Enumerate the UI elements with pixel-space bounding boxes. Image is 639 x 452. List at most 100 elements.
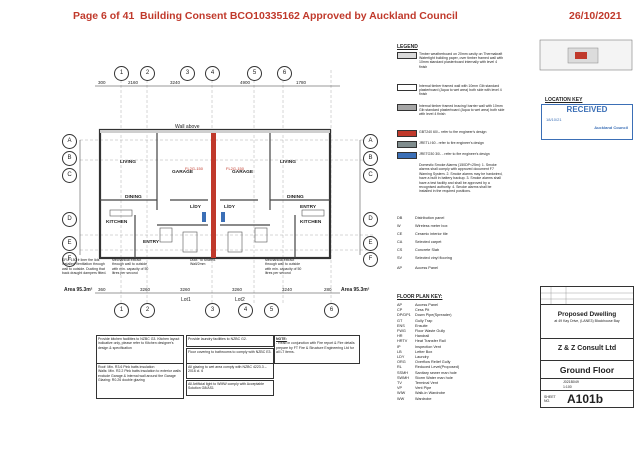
drawing-title: Ground Floor [559, 365, 615, 375]
fire-wall [211, 133, 216, 258]
floor-key-code: ENS [397, 323, 405, 328]
floor-key-text: Down Pipe(Spreader) [415, 313, 452, 318]
received-stamp: RECEIVED 18/10/21 Auckland Council [541, 104, 633, 140]
legend-symbol-text-7: Access Panel [415, 266, 439, 270]
dim-top-3: 3240 [170, 80, 181, 85]
received-date: 18/10/21 [546, 117, 562, 122]
legend-symbol-text-5: Concrete Slab [415, 248, 440, 252]
note-insulation-walls: Walls: Min. R2.2 Pink batts insulation t… [98, 369, 181, 378]
floor-key-code: FWG [397, 329, 406, 333]
legend-item-3: Internal timber framed bracing/ barrier … [397, 104, 504, 124]
dim-bottom-2: 3260 [140, 287, 151, 292]
page-title: Building Consent BCO10335162 Approved by… [140, 10, 458, 22]
floor-key-text: Handrail [415, 334, 430, 339]
legend-symbol-1: DB Distribution panel [397, 216, 444, 220]
legend-text-1: Timber weatherboard on 20mm cavity on Th… [419, 52, 504, 69]
grid-bubble-right-B: B [363, 151, 378, 166]
floor-key-text: Heat Transfer Rail [415, 339, 446, 344]
grid-bubble-left-C: C [62, 168, 77, 183]
floor-key-code: CP [397, 308, 403, 313]
legend-symbol-code-2: W [397, 224, 401, 228]
project-address: at 49 Kay Drive, (LANE3) Blockhouse Bay [554, 319, 620, 323]
legend-item-6: JRETO30 30/- - refer to fire engineer's … [397, 152, 497, 159]
legend-swatch-6 [397, 152, 417, 159]
project-name: Proposed Dwelling [557, 311, 617, 318]
floor-key-text: Overflow Relief Gully [415, 360, 451, 365]
note-mech-extract-right: Mechanical extract through wall to outsi… [265, 258, 302, 276]
floor-key-text: Letter Box [415, 349, 433, 354]
grid-bubble-bottom-5: 5 [264, 303, 279, 318]
legend-symbol-code-6: SV [397, 256, 403, 260]
grid-bubble-top-1: 1 [114, 66, 129, 81]
floor-key-text: Gully Trap [415, 318, 433, 323]
floor-key-text: Laundry [415, 355, 429, 359]
grid-bubble-top-4: 4 [205, 66, 220, 81]
legend-symbol-text-1: Distribution panel [415, 216, 445, 220]
dim-bottom-6: 280 [324, 287, 332, 292]
note-fire-text: - Read in conjunction with Fire report &… [276, 341, 355, 355]
floor-key-code: HRTV [397, 339, 408, 344]
job-box: J021B049 1:100 [540, 378, 634, 392]
job-number: J021B049 [563, 380, 579, 384]
floor-key-code: LDY [397, 355, 405, 359]
dim-bottom-3: 3260 [180, 287, 191, 292]
note-ventilation: SFLP150 fr liner fire lids installed Ven… [62, 258, 107, 276]
room-dining-right: DINING [287, 195, 304, 200]
sheet-number: A101b [567, 392, 604, 406]
floor-key-code: HR [397, 334, 403, 339]
sheet-box: SHEET NO. A101b [540, 390, 634, 408]
project-box: Proposed Dwelling at 49 Kay Drive, (LANE… [540, 304, 634, 340]
fire-rating-right: FL2G-150 [226, 166, 245, 171]
floor-key-text: Reduced Level(Proposed) [415, 365, 460, 370]
revision-grid [541, 287, 633, 305]
dim-top-1: 300 [98, 80, 106, 85]
header-date: 26/10/2021 [569, 10, 622, 22]
legend-symbol-code-1: DB [397, 216, 403, 220]
floor-key-row: HR Handrail [397, 334, 429, 338]
wall-above-label: Wall above [175, 124, 200, 130]
floor-key-text: Walk-in Wardrobe [415, 391, 446, 396]
floor-key-title: FLOOR PLAN KEY: [397, 294, 443, 300]
grid-bubble-right-C: C [363, 168, 378, 183]
legend-item-1: Timber weatherboard on 20mm cavity on Th… [397, 52, 503, 82]
company-box: Z & Z Consult Ltd [540, 338, 634, 362]
legend-symbol-text-3: Ceramic interior tile [415, 232, 448, 236]
location-key-label: LOCATION KEY [545, 97, 583, 103]
floor-key-row: ENS Ensuite [397, 324, 428, 328]
floor-key-text: Terminal Vent [415, 381, 439, 385]
floor-key-code: RL [397, 365, 402, 370]
floor-key-text: Ensuite [415, 323, 428, 328]
area-right: Area 95.3m² [341, 287, 370, 293]
floor-key-row: RL Reduced Level(Proposed) [397, 365, 459, 369]
legend-swatch-2 [397, 84, 417, 91]
note-glazing-wet: All glazing to wet area comply with NZBC… [186, 363, 274, 379]
dim-top-5: 1780 [296, 80, 307, 85]
grid-bubble-top-3: 3 [180, 66, 195, 81]
grid-bubble-top-2: 2 [140, 66, 155, 81]
floor-key-code: TV [397, 381, 402, 385]
sheet-label: SHEET NO. [544, 395, 556, 404]
note-floor-covering: Floor covering to bathrooms to comply wi… [186, 348, 274, 364]
note-insulation-glazing: Glazing: R0.26 double glazing [98, 378, 145, 383]
legend-text-2: Internal timber framed wall with 10mm Gi… [419, 84, 502, 97]
room-garage-right: GARAGE [232, 170, 254, 175]
room-entry-left: ENTRY [143, 240, 160, 245]
note-kitchen: Provide kitchen facilities to NZBC G3. K… [96, 335, 184, 364]
room-living-right: LIVING [280, 160, 296, 165]
legend-item-2: Internal timber framed wall with 10mm Gi… [397, 84, 502, 100]
fire-rating-left: FL2G-150 [185, 166, 204, 171]
legend-text-5: JRETLI 60 - refer to fire engineer's des… [419, 141, 484, 145]
grid-bubble-bottom-1: 1 [114, 303, 129, 318]
